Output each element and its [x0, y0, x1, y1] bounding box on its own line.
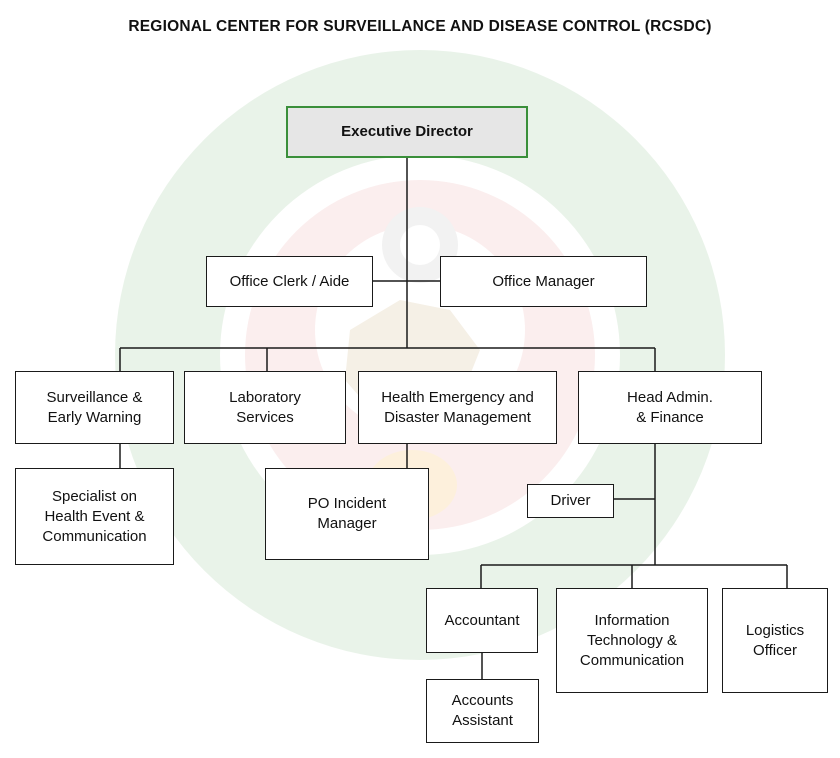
node-specialist: Specialist on Health Event & Communicati…	[15, 468, 174, 565]
node-executive-director: Executive Director	[286, 106, 528, 158]
node-po-incident: PO Incident Manager	[265, 468, 429, 560]
node-it-communication: Information Technology & Communication	[556, 588, 708, 693]
node-accountant: Accountant	[426, 588, 538, 653]
node-health-emergency: Health Emergency and Disaster Management	[358, 371, 557, 444]
node-head-admin: Head Admin. & Finance	[578, 371, 762, 444]
node-logistics: Logistics Officer	[722, 588, 828, 693]
node-office-manager: Office Manager	[440, 256, 647, 307]
node-surveillance: Surveillance & Early Warning	[15, 371, 174, 444]
node-laboratory: Laboratory Services	[184, 371, 346, 444]
node-office-clerk: Office Clerk / Aide	[206, 256, 373, 307]
node-driver: Driver	[527, 484, 614, 518]
chart-title: REGIONAL CENTER FOR SURVEILLANCE AND DIS…	[128, 18, 712, 35]
node-accounts-assistant: Accounts Assistant	[426, 679, 539, 743]
